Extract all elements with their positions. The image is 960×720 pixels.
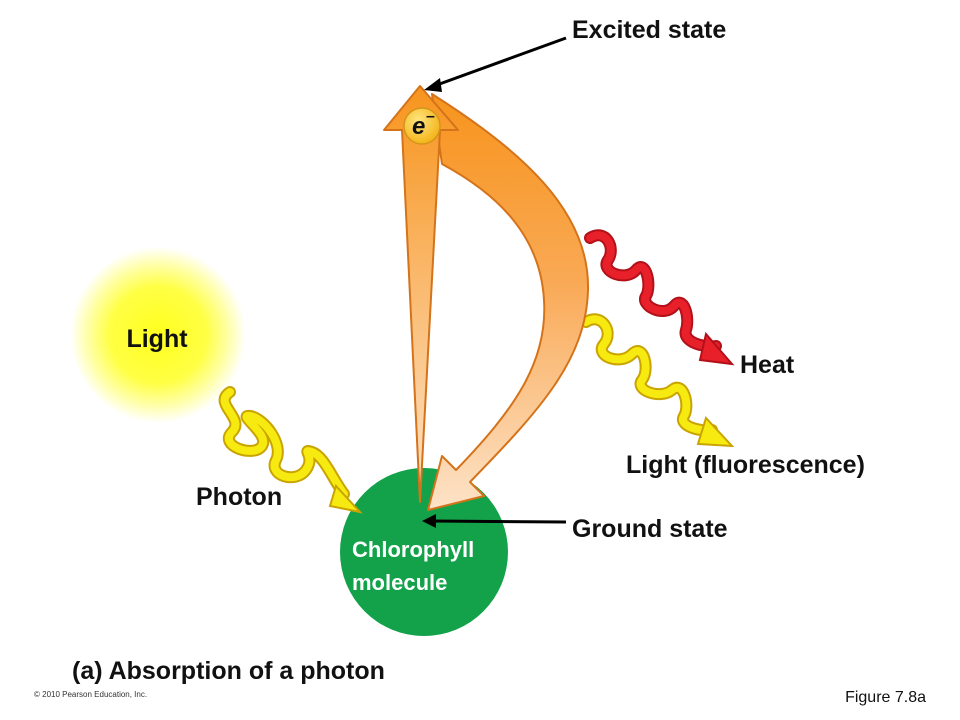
ground-state-pointer-head (422, 514, 436, 528)
figure-number: Figure 7.8a (845, 689, 926, 706)
excited-state-pointer-head (424, 78, 442, 92)
electron-charge: – (426, 108, 435, 125)
fluorescence-wave-fill (582, 315, 716, 435)
heat-wave-fill (586, 231, 720, 351)
copyright-notice: © 2010 Pearson Education, Inc. (34, 690, 147, 699)
heat-arrowhead (698, 331, 735, 366)
fluorescence-label: Light (fluorescence) (626, 451, 865, 479)
light-label: Light (126, 325, 188, 353)
chlorophyll-molecule (340, 468, 508, 636)
photon-wave-fill (220, 388, 348, 498)
excited-state-label: Excited state (572, 16, 726, 44)
ground-state-label: Ground state (572, 515, 728, 543)
figure-caption: (a) Absorption of a photon (72, 657, 385, 685)
light-source-sun (70, 247, 246, 423)
electron-particle (403, 107, 441, 145)
chlorophyll-label-line1: Chlorophyll (352, 537, 474, 562)
chlorophyll-label-line2: molecule (352, 570, 447, 595)
fluorescence-arrowhead (696, 416, 735, 448)
excited-state-pointer (433, 36, 567, 88)
photon-arrowhead (328, 484, 363, 514)
electron-symbol: e (412, 113, 425, 140)
heat-label: Heat (740, 351, 795, 379)
ground-state-pointer (431, 519, 567, 524)
energy-release-arrow (427, 93, 590, 511)
photon-label: Photon (196, 483, 282, 511)
